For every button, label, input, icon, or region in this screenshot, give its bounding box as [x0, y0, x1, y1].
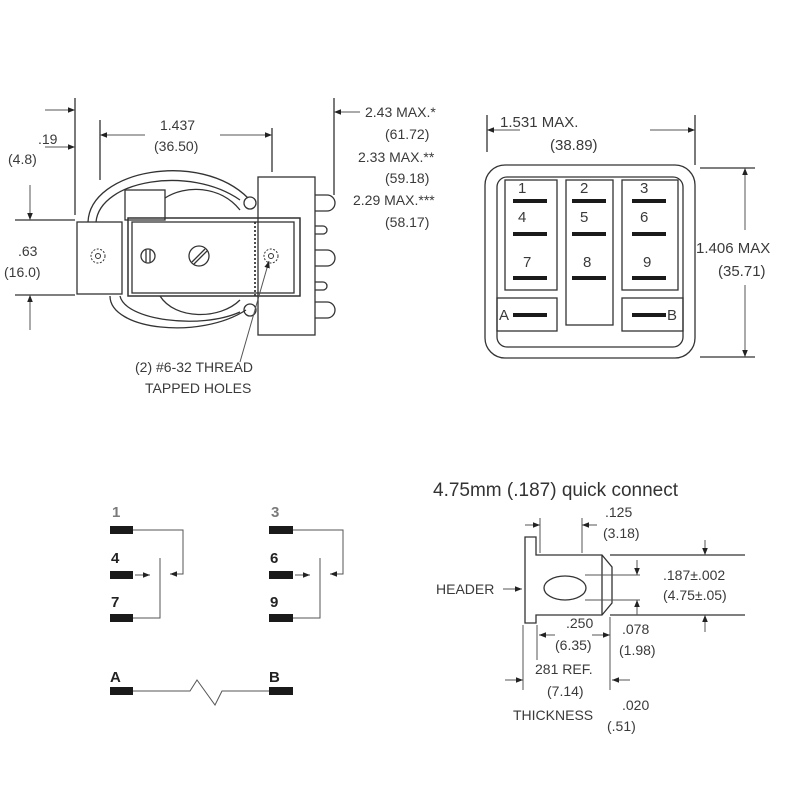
dim-length-2-inch: 2.33 MAX.**	[358, 149, 435, 165]
header-label: HEADER	[436, 581, 494, 597]
dim-height-inch: .63	[18, 243, 38, 259]
pin-label-9: 9	[643, 254, 651, 271]
screw-icon	[140, 248, 156, 264]
coil-wire	[95, 179, 241, 223]
dim-height-mm: (35.71)	[718, 263, 766, 280]
thickness-mm: (.51)	[607, 718, 636, 734]
dim-078-inch: .078	[622, 621, 649, 637]
pin-label-b: B	[667, 307, 677, 324]
pin-label-6: 6	[640, 209, 648, 226]
dim-187-inch: .187±.002	[663, 567, 725, 583]
frame-plate-outline	[127, 217, 301, 297]
frame-plate-inner	[131, 221, 295, 294]
coil-core	[159, 295, 241, 316]
mount-hole	[243, 303, 257, 317]
side-view: .19 (4.8) 1.437 (36.50) .63 (16.0)	[4, 98, 436, 396]
bottom-view: 1.531 MAX. (38.89) 1 2 3 4 5 6 7 8 9 A B…	[484, 114, 770, 359]
base-inner	[496, 176, 684, 348]
pin-label-7: 7	[523, 254, 531, 271]
thickness-inch: .020	[622, 697, 649, 713]
pin-column	[565, 179, 614, 326]
pin-bars	[513, 199, 666, 317]
mounting-bracket	[76, 221, 123, 295]
dim-187-mm: (4.75±.05)	[663, 587, 727, 603]
pin-label-5: 5	[580, 209, 588, 226]
pin-label-8: 8	[583, 254, 591, 271]
screw-icon	[188, 245, 210, 267]
terminal	[315, 225, 328, 235]
schematic-pin-9: 9	[270, 594, 278, 611]
dim-length-1-inch: 2.43 MAX.*	[365, 104, 436, 120]
coil-pin-box	[496, 297, 558, 332]
terminal	[315, 249, 336, 267]
coil-wire	[109, 295, 247, 329]
terminal	[315, 301, 336, 319]
tapped-hole-icon	[263, 248, 279, 264]
leader-line	[239, 260, 270, 363]
quick-connect-title: 4.75mm (.187) quick connect	[433, 480, 679, 501]
contact-set-right: 3 6 9	[269, 504, 344, 622]
dim-length-1-mm: (61.72)	[385, 126, 429, 142]
dim-width-inch: 1.437	[160, 117, 195, 133]
terminals	[315, 194, 336, 319]
tapped-holes-note: TAPPED HOLES	[145, 380, 251, 396]
dim-length-3-inch: 2.29 MAX.***	[353, 192, 435, 208]
dim-281-inch: 281 REF.	[535, 661, 593, 677]
pin-label-4: 4	[518, 209, 526, 226]
dim-width-mm: (38.89)	[550, 137, 598, 154]
dim-width-inch: 1.531 MAX.	[500, 114, 578, 131]
dim-length-3-mm: (58.17)	[385, 214, 429, 230]
coil-pin-box	[621, 297, 684, 332]
coil-core	[164, 188, 241, 211]
dim-offset-inch: .19	[38, 131, 58, 147]
coil-symbol	[133, 679, 269, 706]
tapped-hole-icon	[90, 248, 106, 264]
terminal	[315, 281, 328, 291]
dim-height-mm: (16.0)	[4, 264, 41, 280]
dim-125-mm: (3.18)	[603, 525, 640, 541]
pin-label-a: A	[499, 307, 509, 324]
coil: A B	[110, 669, 293, 706]
tab-slot	[543, 575, 587, 601]
dim-125-inch: .125	[605, 504, 632, 520]
pin-label-1: 1	[518, 180, 526, 197]
mount-hole	[243, 196, 257, 210]
schematic-pin-4: 4	[111, 550, 120, 567]
armature	[124, 189, 166, 221]
quick-connect-detail: 4.75mm (.187) quick connect .125 (3.18) …	[433, 480, 745, 734]
wiring-schematic: 1 4 7 3 6 9 A B	[110, 504, 344, 706]
schematic-pin-3: 3	[271, 504, 279, 521]
dim-250-mm: (6.35)	[555, 637, 592, 653]
schematic-coil-b: B	[269, 669, 280, 686]
dim-250-inch: .250	[566, 615, 593, 631]
dim-height-inch: 1.406 MAX	[696, 240, 770, 257]
frame-plate	[127, 217, 301, 297]
schematic-pin-6: 6	[270, 550, 278, 567]
base-outline	[484, 164, 696, 359]
dim-length-2-mm: (59.18)	[385, 170, 429, 186]
schematic-pin-1: 1	[112, 504, 120, 521]
coil-wire	[87, 170, 249, 223]
terminal	[315, 194, 336, 212]
thread-note: (2) #6-32 THREAD	[135, 359, 253, 375]
pin-column	[504, 179, 558, 291]
schematic-coil-a: A	[110, 669, 121, 686]
dim-width-mm: (36.50)	[154, 138, 198, 154]
tab-outline	[524, 536, 613, 624]
thickness-label: THICKNESS	[513, 707, 593, 723]
schematic-pin-7: 7	[111, 594, 119, 611]
coil-wire	[119, 295, 241, 322]
dim-078-mm: (1.98)	[619, 642, 656, 658]
contact-set-left: 1 4 7	[110, 504, 184, 622]
dim-offset-mm: (4.8)	[8, 151, 37, 167]
terminal-block	[257, 176, 316, 336]
dim-281-mm: (7.14)	[547, 683, 584, 699]
pin-label-2: 2	[580, 180, 588, 197]
pin-column	[621, 179, 679, 291]
pin-label-3: 3	[640, 180, 648, 197]
